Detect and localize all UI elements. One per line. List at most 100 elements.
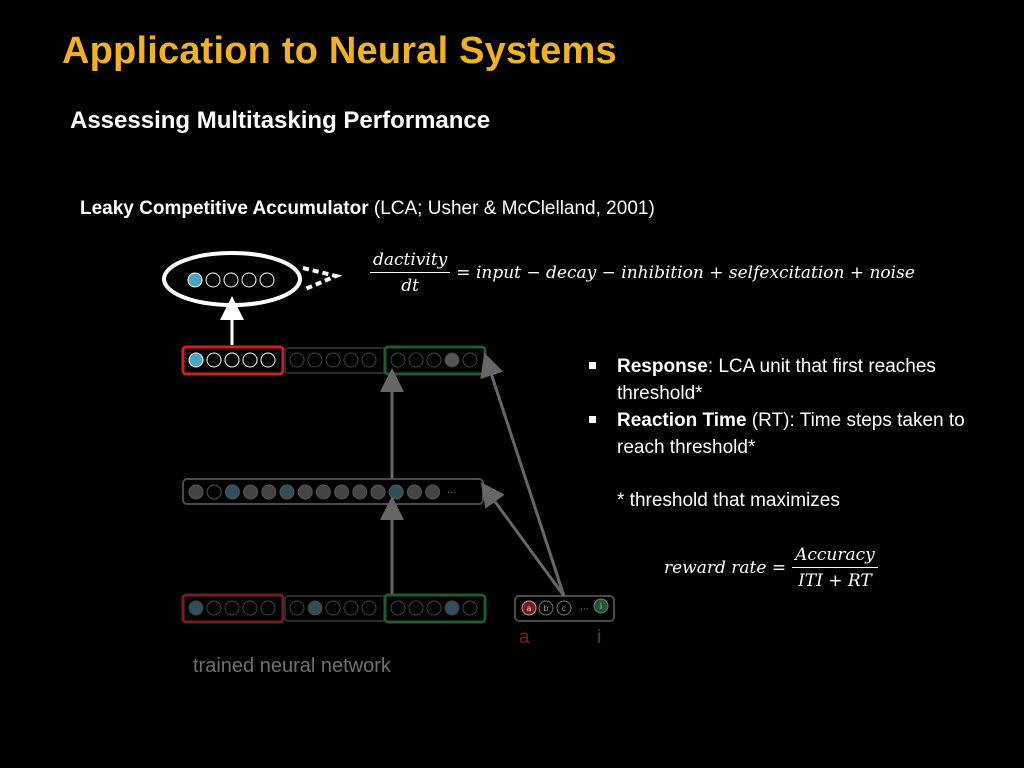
reward-numerator: Accuracy <box>792 545 878 568</box>
reward-lhs: reward rate = <box>664 558 787 578</box>
input-unit <box>325 600 341 616</box>
hidden-unit <box>206 484 222 500</box>
lca-reference: Leaky Competitive Accumulator (LCA; Ushe… <box>80 198 655 220</box>
lca-citation: (LCA; Usher & McClelland, 2001) <box>368 198 655 219</box>
output-unit <box>390 352 406 368</box>
task-label-i: i <box>597 627 602 648</box>
output-unit <box>444 352 460 368</box>
input-unit <box>224 600 240 616</box>
eq-numerator: dactivity <box>370 250 451 273</box>
input-unit <box>260 600 276 616</box>
output-unit <box>307 352 323 368</box>
output-unit <box>260 352 276 368</box>
bullet-bold: Reaction Time <box>617 410 747 431</box>
hidden-unit <box>406 484 422 500</box>
lca-unit <box>259 272 275 288</box>
output-unit <box>206 352 222 368</box>
input-unit <box>289 600 305 616</box>
input-unit <box>206 600 222 616</box>
task-letter-i: i <box>600 602 602 611</box>
output-unit <box>188 352 204 368</box>
eq-rhs: = input − decay − inhibition + selfexcit… <box>456 263 915 283</box>
lca-name: Leaky Competitive Accumulator <box>80 198 369 219</box>
hidden-unit <box>224 484 240 500</box>
bullet-text: : LCA unit that first reaches threshold* <box>617 356 936 404</box>
bullet-bold: Response <box>617 356 708 377</box>
bullet-response: Response: LCA unit that first reaches th… <box>587 353 1007 407</box>
lca-unit <box>241 272 257 288</box>
hidden-unit <box>297 484 313 500</box>
output-group-red <box>181 345 285 376</box>
output-unit <box>426 352 442 368</box>
input-unit <box>426 600 442 616</box>
input-unit <box>361 600 377 616</box>
input-group-gray <box>284 595 386 622</box>
output-unit <box>343 352 359 368</box>
output-group-gray <box>284 347 386 374</box>
task-letter-a: a <box>527 604 532 613</box>
slide-subtitle: Assessing Multitasking Performance <box>70 107 491 134</box>
lca-ellipse <box>162 251 302 307</box>
input-unit <box>188 600 204 616</box>
self-excitation-arrow <box>302 266 343 292</box>
input-unit <box>408 600 424 616</box>
input-unit <box>462 600 478 616</box>
slide-title: Application to Neural Systems <box>62 30 617 72</box>
output-unit <box>224 352 240 368</box>
eq-denominator: dt <box>401 276 419 296</box>
output-group-green <box>383 345 487 376</box>
bullet-reaction-time: Reaction Time (RT): Time steps taken to … <box>587 407 1007 461</box>
hidden-unit <box>388 484 404 500</box>
input-unit <box>307 600 323 616</box>
hidden-ellipsis: ··· <box>447 488 457 499</box>
bullet-square-icon <box>589 416 596 423</box>
bullet-square-icon <box>589 362 596 369</box>
output-unit <box>462 352 478 368</box>
task-unit-a <box>521 600 537 616</box>
lca-unit-group <box>162 251 343 307</box>
output-unit <box>242 352 258 368</box>
bullet-list: Response: LCA unit that first reaches th… <box>587 353 1007 461</box>
task-layer: a b c i ··· <box>514 595 615 622</box>
task-unit-i <box>593 598 609 614</box>
input-unit <box>242 600 258 616</box>
task-label-a: a <box>519 627 530 648</box>
input-unit <box>343 600 359 616</box>
task-to-output-arrow <box>480 352 566 597</box>
lca-unit <box>205 272 221 288</box>
hidden-unit <box>315 484 331 500</box>
hidden-unit <box>334 484 350 500</box>
output-unit <box>361 352 377 368</box>
threshold-note: * threshold that maximizes <box>617 490 840 511</box>
bullet-text: (RT): Time steps taken to reach threshol… <box>617 410 965 458</box>
input-unit <box>390 600 406 616</box>
input-layer <box>181 593 487 624</box>
reward-denominator: ITI + RT <box>798 571 872 591</box>
output-layer <box>181 345 487 376</box>
hidden-unit <box>425 484 441 500</box>
reward-rate-equation: reward rate = Accuracy ITI + RT <box>664 545 878 591</box>
output-unit <box>289 352 305 368</box>
task-unit-b <box>538 600 554 616</box>
lca-unit <box>223 272 239 288</box>
hidden-unit <box>261 484 277 500</box>
hidden-unit <box>188 484 204 500</box>
task-letter-b: b <box>543 604 548 613</box>
hidden-unit <box>352 484 368 500</box>
network-caption: trained neural network <box>193 655 391 677</box>
task-unit-c <box>556 600 572 616</box>
hidden-unit <box>243 484 259 500</box>
hidden-layer: ··· <box>182 478 484 505</box>
hidden-unit <box>279 484 295 500</box>
task-to-hidden-arrow <box>480 482 566 597</box>
output-unit <box>408 352 424 368</box>
hidden-unit <box>370 484 386 500</box>
lca-equation: dactivity dt = input − decay − inhibitio… <box>370 250 915 296</box>
derivative-fraction: dactivity dt <box>370 250 451 296</box>
input-unit <box>444 600 460 616</box>
task-box <box>514 595 615 622</box>
input-group-green <box>383 593 487 624</box>
reward-fraction: Accuracy ITI + RT <box>792 545 878 591</box>
lca-active-unit <box>187 272 203 288</box>
